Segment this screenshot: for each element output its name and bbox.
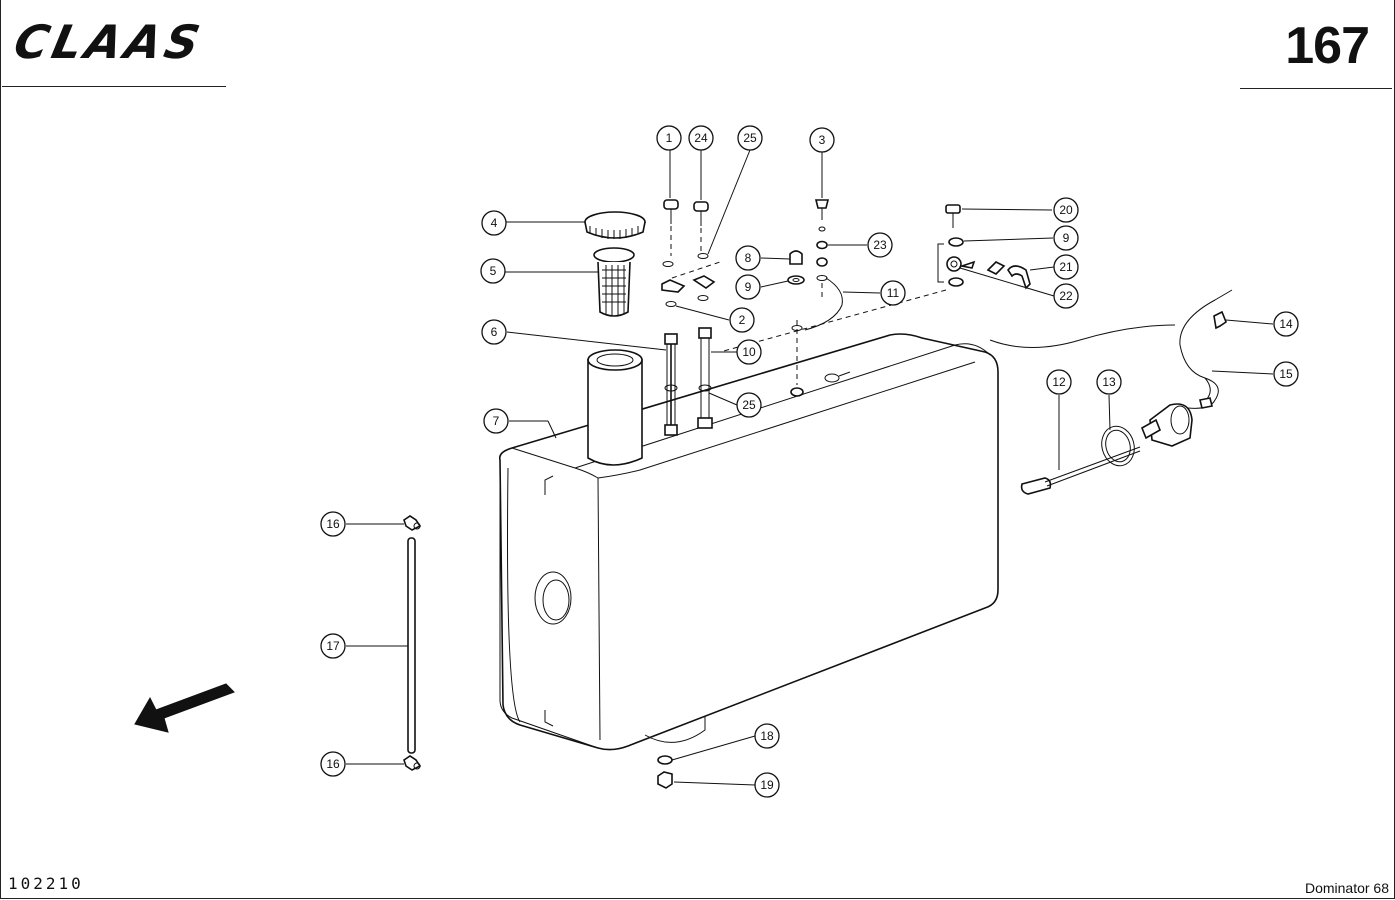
callout-25-top: 25	[737, 125, 763, 151]
svg-text:11: 11	[887, 286, 900, 300]
page-number: 167	[1285, 17, 1370, 75]
svg-text:25: 25	[742, 398, 756, 412]
svg-text:13: 13	[1102, 375, 1116, 389]
callout-20: 20	[1053, 197, 1079, 223]
callout-21: 21	[1053, 254, 1079, 280]
callout-10: 10	[736, 339, 762, 365]
svg-text:22: 22	[1059, 289, 1073, 303]
callout-4: 4	[481, 210, 507, 236]
callout-3: 3	[809, 127, 835, 153]
callout-15: 15	[1273, 361, 1299, 387]
callout-7: 7	[483, 408, 509, 434]
callout-11: 11	[880, 280, 906, 306]
fuel-gauge-sender	[989, 289, 1233, 495]
svg-text:10: 10	[742, 345, 756, 359]
callout-12: 12	[1046, 369, 1072, 395]
leader-lines	[346, 149, 1274, 786]
svg-text:9: 9	[1063, 231, 1070, 245]
svg-text:15: 15	[1279, 367, 1293, 381]
callout-5: 5	[480, 258, 506, 284]
callout-2: 2	[729, 307, 755, 333]
svg-text:1: 1	[666, 131, 673, 145]
svg-text:21: 21	[1059, 260, 1073, 274]
svg-text:25: 25	[743, 131, 757, 145]
callout-1: 1	[656, 125, 682, 151]
svg-text:8: 8	[745, 251, 752, 265]
svg-text:19: 19	[760, 778, 774, 792]
callout-23: 23	[867, 232, 893, 258]
svg-text:17: 17	[326, 639, 340, 653]
fuel-tank	[498, 333, 999, 751]
callout-25-bottom: 25	[736, 392, 762, 418]
svg-text:24: 24	[694, 131, 708, 145]
svg-text:20: 20	[1059, 203, 1073, 217]
svg-text:18: 18	[760, 729, 774, 743]
callout-19: 19	[754, 772, 780, 798]
callout-18: 18	[754, 723, 780, 749]
callout-16-bottom: 16	[320, 751, 346, 777]
svg-text:2: 2	[739, 313, 746, 327]
svg-text:3: 3	[819, 133, 826, 147]
tank-studs	[664, 327, 713, 436]
callout-17: 17	[320, 633, 346, 659]
callout-16-top: 16	[320, 511, 346, 537]
callout-8: 8	[735, 245, 761, 271]
svg-text:5: 5	[490, 264, 497, 278]
filler-cap	[584, 211, 646, 239]
callout-14: 14	[1273, 311, 1299, 337]
callout-9-right: 9	[1053, 225, 1079, 251]
callout-9-left: 9	[735, 274, 761, 300]
svg-text:6: 6	[491, 325, 498, 339]
callout-22: 22	[1053, 283, 1079, 309]
callout-24: 24	[688, 125, 714, 151]
travel-direction-arrow	[134, 683, 235, 733]
callout-13: 13	[1096, 369, 1122, 395]
clamp-bolts	[661, 199, 721, 307]
plug-and-washer	[787, 250, 805, 285]
svg-text:14: 14	[1279, 317, 1293, 331]
svg-text:16: 16	[326, 517, 340, 531]
header-rule-right	[1240, 88, 1392, 89]
drain-plug	[657, 755, 673, 789]
callout-6: 6	[481, 319, 507, 345]
svg-text:23: 23	[873, 238, 887, 252]
level-rod	[403, 515, 422, 771]
return-fitting	[719, 204, 1031, 353]
header-rule-left	[2, 86, 226, 87]
machine-model: Dominator 68	[1304, 880, 1389, 896]
svg-text:12: 12	[1052, 375, 1066, 389]
svg-text:9: 9	[745, 280, 752, 294]
svg-text:4: 4	[491, 216, 498, 230]
svg-text:7: 7	[493, 414, 500, 428]
strainer-basket	[593, 247, 635, 317]
svg-text:16: 16	[326, 757, 340, 771]
drawing-number: 102210	[8, 874, 84, 893]
